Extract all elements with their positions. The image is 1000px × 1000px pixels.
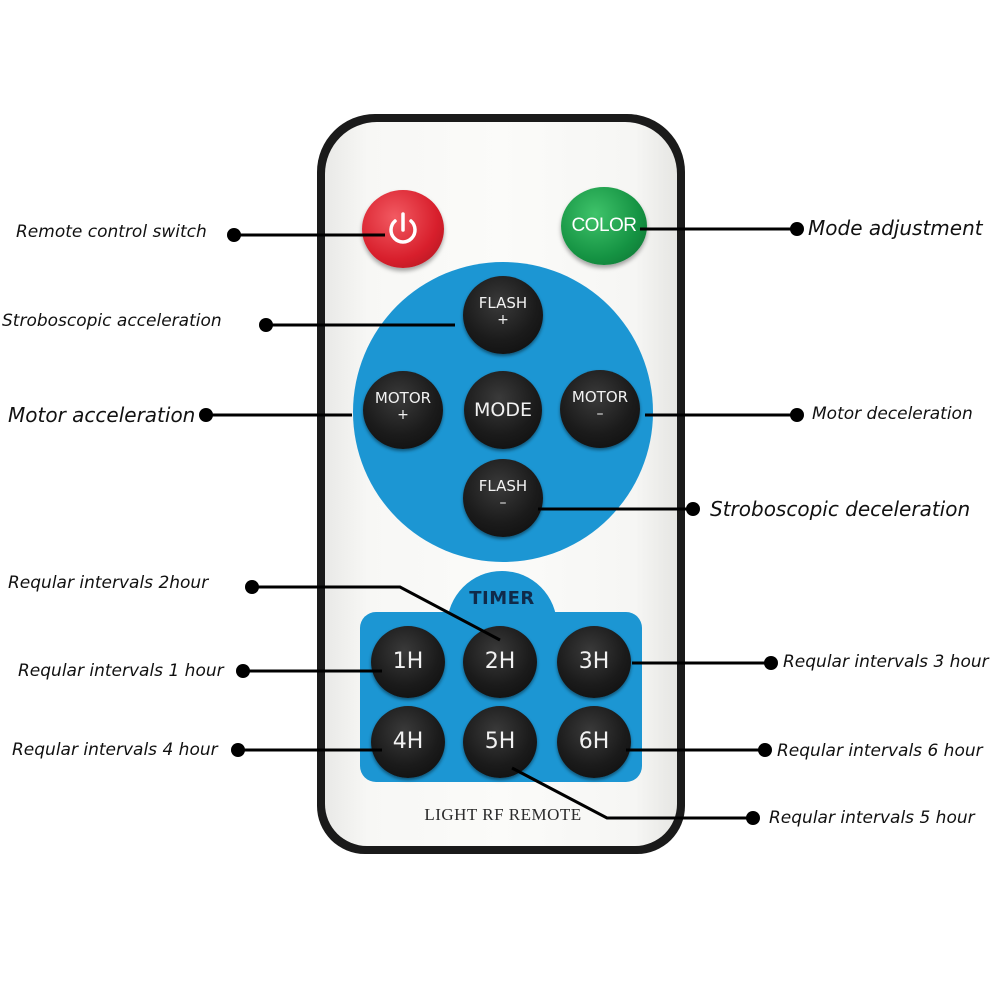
flash-minus-sign: – bbox=[499, 495, 507, 511]
callout-flash-deceleration: Stroboscopic deceleration bbox=[710, 497, 971, 521]
callout-flash-acceleration: Stroboscopic acceleration bbox=[2, 311, 222, 331]
leader-dot-flash-deceleration bbox=[686, 502, 700, 516]
motor-minus-label: MOTOR bbox=[571, 388, 629, 406]
leader-dot-motor-acceleration bbox=[199, 408, 213, 422]
timer-4h-button[interactable]: 4H bbox=[371, 706, 445, 778]
timer-title: TIMER bbox=[469, 588, 535, 609]
leader-dot-timer-5h bbox=[746, 811, 760, 825]
flash-plus-label: FLASH bbox=[478, 294, 528, 312]
flash-plus-button[interactable]: FLASH + bbox=[463, 276, 543, 354]
leader-dot-mode-adjustment bbox=[790, 222, 804, 236]
callout-timer-6h: Reqular intervals 6 hour bbox=[777, 741, 983, 761]
timer-5h-button[interactable]: 5H bbox=[463, 706, 537, 778]
callout-timer-2h: Reqular intervals 2hour bbox=[8, 573, 209, 593]
leader-dot-timer-1h bbox=[236, 664, 250, 678]
timer-2h-button[interactable]: 2H bbox=[463, 626, 537, 698]
flash-minus-label: FLASH bbox=[478, 477, 528, 495]
color-button[interactable]: COLOR bbox=[561, 187, 647, 265]
leader-timer-5h bbox=[511, 766, 753, 820]
callout-timer-1h: Reqular intervals 1 hour bbox=[18, 661, 224, 681]
motor-plus-button[interactable]: MOTOR + bbox=[363, 371, 443, 449]
timer-6h-button[interactable]: 6H bbox=[557, 706, 631, 778]
leader-dot-timer-6h bbox=[758, 743, 772, 757]
callout-motor-acceleration: Motor acceleration bbox=[8, 403, 196, 427]
power-button[interactable] bbox=[362, 190, 444, 268]
leader-dot-power bbox=[227, 228, 241, 242]
callout-timer-4h: Reqular intervals 4 hour bbox=[12, 740, 218, 760]
flash-minus-button[interactable]: FLASH – bbox=[463, 459, 543, 537]
leader-dot-timer-2h bbox=[245, 580, 259, 594]
motor-plus-sign: + bbox=[397, 407, 409, 423]
flash-plus-sign: + bbox=[497, 312, 509, 328]
motor-plus-label: MOTOR bbox=[374, 389, 432, 407]
leader-dot-timer-4h bbox=[231, 743, 245, 757]
motor-minus-sign: – bbox=[596, 406, 604, 422]
timer-1h-button[interactable]: 1H bbox=[371, 626, 445, 698]
timer-3h-button[interactable]: 3H bbox=[557, 626, 631, 698]
leader-timer-2h bbox=[252, 585, 501, 642]
leader-dot-flash-acceleration bbox=[259, 318, 273, 332]
leader-dot-motor-deceleration bbox=[790, 408, 804, 422]
callout-motor-deceleration: Motor deceleration bbox=[812, 404, 973, 424]
callout-timer-5h: Reqular intervals 5 hour bbox=[769, 808, 975, 828]
mode-button[interactable]: MODE bbox=[464, 371, 542, 449]
callout-timer-3h: Reqular intervals 3 hour bbox=[783, 652, 989, 672]
callout-mode-adjustment: Mode adjustment bbox=[808, 216, 983, 240]
power-icon bbox=[389, 212, 417, 244]
callout-power: Remote control switch bbox=[16, 222, 207, 242]
motor-minus-button[interactable]: MOTOR – bbox=[560, 370, 640, 448]
leader-dot-timer-3h bbox=[764, 656, 778, 670]
model-label: LIGHT RF REMOTE bbox=[424, 805, 582, 824]
